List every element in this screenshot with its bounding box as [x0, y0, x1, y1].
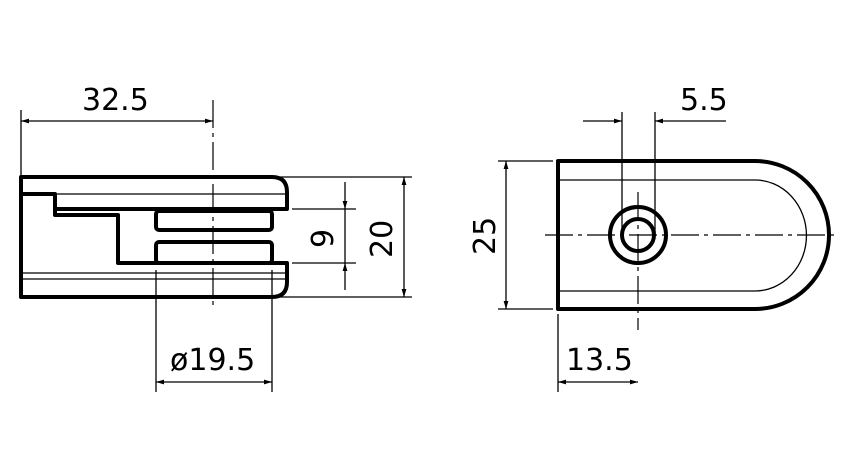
dim-diameter: ø19.5: [170, 343, 255, 378]
top-view: 5.5 25 13.5: [468, 83, 838, 392]
top-jaw: [19, 175, 289, 211]
dim-height: 20: [365, 220, 400, 258]
dim-length: 32.5: [82, 83, 149, 118]
dim-gap: 9: [306, 229, 341, 248]
outline: [556, 159, 831, 311]
dim-width: 25: [468, 217, 503, 255]
lower-boss: [154, 240, 274, 265]
dim-hole: 5.5: [680, 83, 728, 118]
side-view: 32.5 ø19.5 9 20: [19, 83, 412, 392]
dim-hole-offset: 13.5: [566, 343, 633, 378]
upper-boss: [154, 209, 274, 232]
